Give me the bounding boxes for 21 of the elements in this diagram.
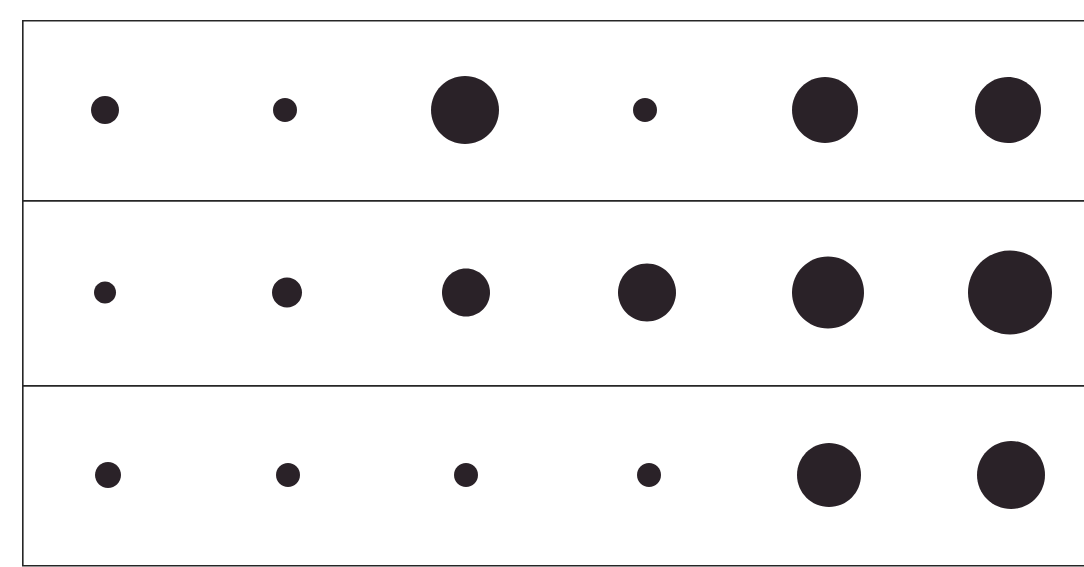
dot [431,76,499,144]
dot [633,98,657,122]
dot [273,98,297,122]
dot [95,462,121,488]
row-band [22,385,1084,567]
dot [792,256,864,329]
dot [968,250,1052,335]
dot [975,77,1041,143]
dot [272,277,302,308]
row-band [22,200,1084,387]
dot [276,463,300,487]
dot [797,443,861,507]
dot [792,77,858,143]
dot [637,463,661,487]
dot [94,281,116,304]
dot [442,268,490,317]
dot [977,441,1045,509]
dot [91,96,119,124]
dot [618,263,676,322]
dot [454,463,478,487]
row-band [22,20,1084,202]
